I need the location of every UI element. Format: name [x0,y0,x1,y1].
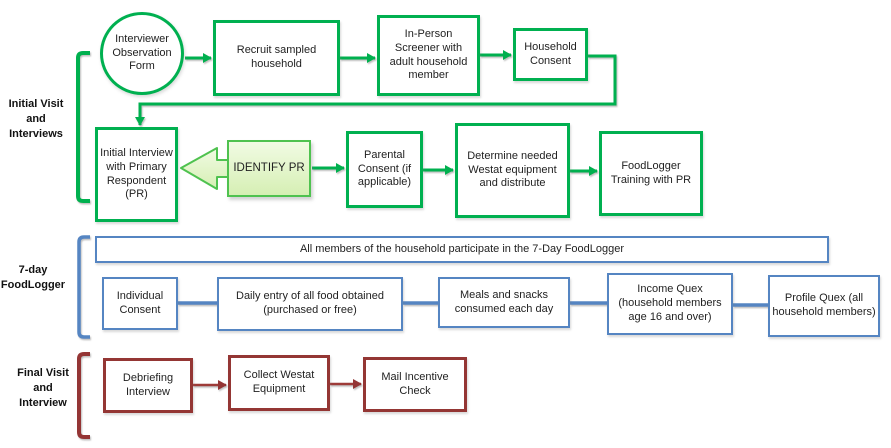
node-label: Recruit sampled household [236,44,317,70]
node-label: In-Person Screener with adult household … [389,28,468,82]
node-label: Meals and snacks consumed each day [454,288,554,315]
node-label: Income Quex (household members age 16 an… [618,283,722,323]
node-identify-pr: IDENTIFY PR [227,140,311,197]
node-determine-equipment: Determine needed Westat equipment and di… [455,123,570,218]
node-label: Daily entry of all food obtained (purcha… [236,290,384,316]
node-individual-consent: Individual Consent [102,277,178,330]
section-label-foodlogger: 7-day FoodLogger [0,264,66,291]
node-label: Household Consent [524,40,577,67]
node-label: IDENTIFY PR [233,162,305,175]
edge-household-consent-to-initial-interview [135,54,617,126]
node-label: Parental Consent (if applicable) [357,148,412,189]
node-label: Initial Interview with Primary Responden… [100,147,173,201]
bracket-final-visit [77,352,90,439]
node-profile-quex: Profile Quex (all household members) [768,275,880,337]
node-label: Interviewer Observation Form [112,32,172,73]
node-label: All members of the household participate… [299,242,625,255]
node-debriefing-interview: Debriefing Interview [103,358,193,413]
node-collect-westat-equipment: Collect Westat Equipment [228,355,330,411]
node-foodlogger-training: FoodLogger Training with PR [599,131,703,216]
node-in-person-screener: In-Person Screener with adult household … [377,15,480,96]
node-mail-incentive-check: Mail Incentive Check [363,357,467,412]
node-label: Profile Quex (all household members) [772,292,876,318]
section-label-final-visit: Final Visit and Interview [17,367,69,409]
node-daily-entry: Daily entry of all food obtained (purcha… [217,277,403,331]
node-recruit-sampled-household: Recruit sampled household [213,20,340,96]
node-label: FoodLogger Training with PR [610,159,692,186]
bracket-initial-visit [76,51,90,203]
node-income-quex: Income Quex (household members age 16 an… [607,273,733,335]
identify-pr-arrow-head [180,147,231,190]
node-label: Debriefing Interview [122,371,174,398]
node-label: Collect Westat Equipment [243,369,315,395]
node-label: Determine needed Westat equipment and di… [467,149,558,190]
bracket-foodlogger [77,235,90,339]
node-parental-consent: Parental Consent (if applicable) [346,131,423,208]
node-interviewer-observation-form: Interviewer Observation Form [100,12,184,95]
node-label: Individual Consent [116,289,164,316]
node-initial-interview-pr: Initial Interview with Primary Responden… [95,127,178,222]
node-all-members-banner: All members of the household participate… [95,236,829,263]
node-label: Mail Incentive Check [381,370,449,397]
section-label-initial-visit: Initial Visit and Interviews [8,98,64,140]
node-meals-snacks: Meals and snacks consumed each day [438,277,570,328]
node-household-consent: Household Consent [513,28,588,81]
